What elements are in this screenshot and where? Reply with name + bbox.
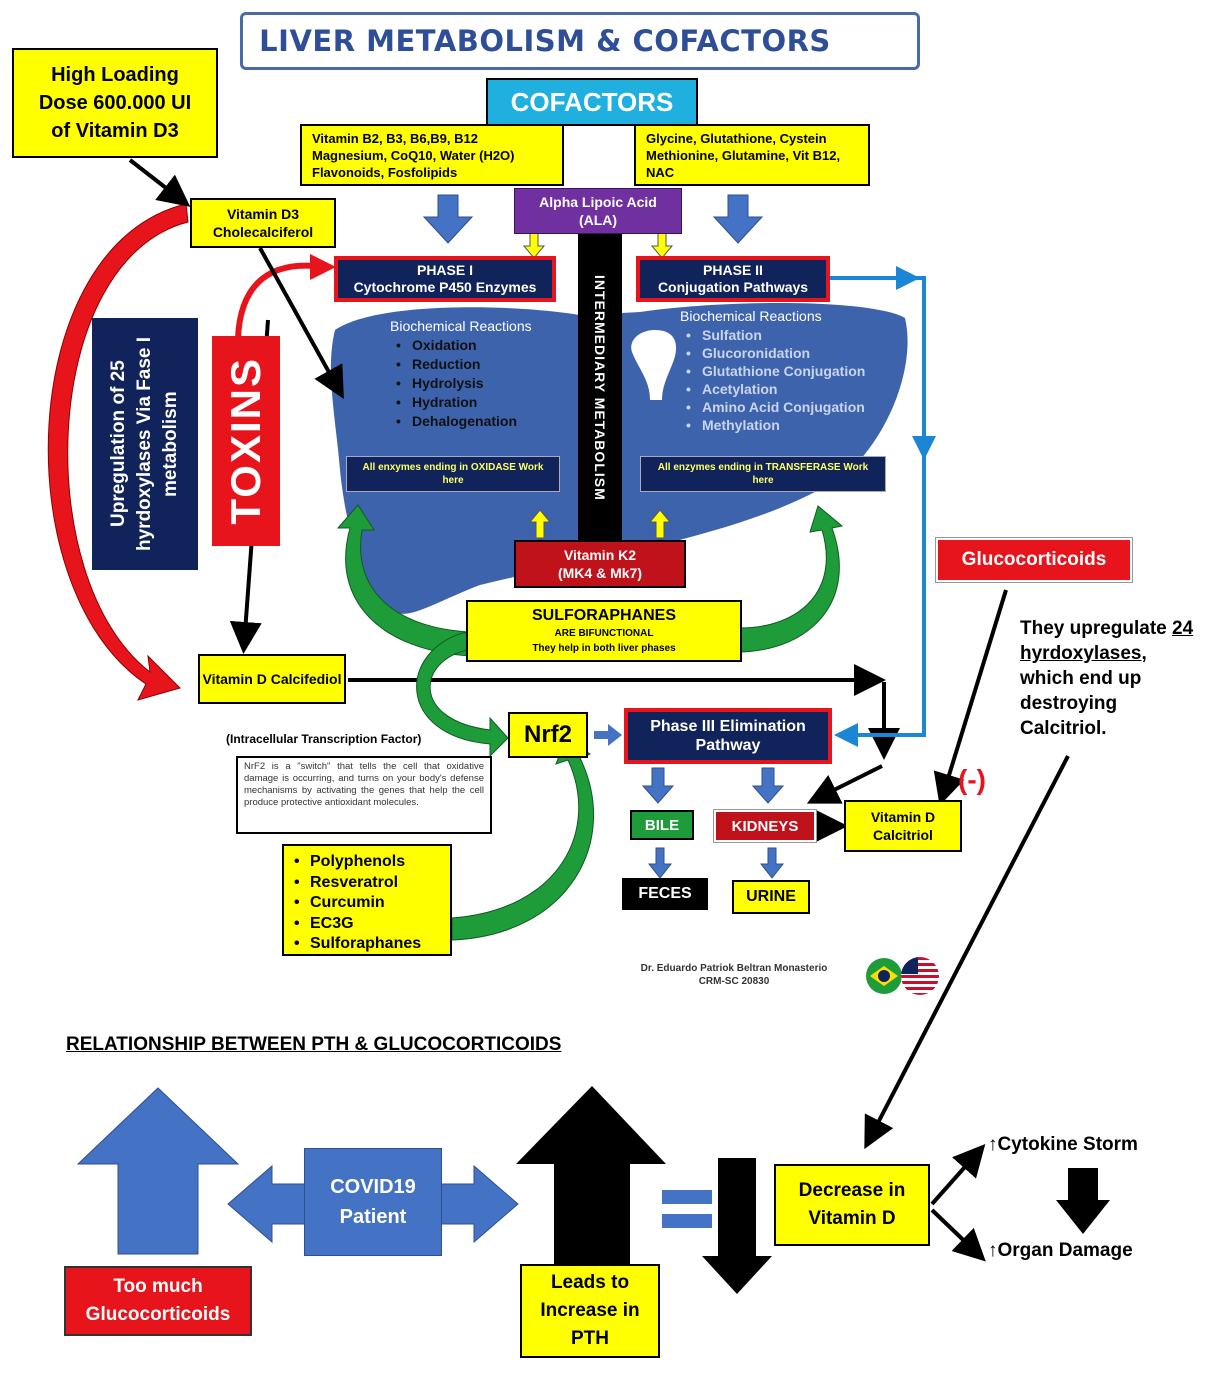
- arrow-bile-to-feces: [647, 847, 673, 879]
- blue-up-arrow: [76, 1087, 240, 1255]
- green-arrow-to-nrf2: [416, 631, 509, 758]
- usa-flag: [901, 957, 939, 995]
- green-arrow-to-phase2: [739, 505, 844, 653]
- cofactor-right-arrow: [712, 194, 764, 244]
- organ-label: ↑Organ Damage: [988, 1240, 1133, 1261]
- reaction-item: Sulfation: [680, 326, 890, 344]
- phase1-reactions-title: Biochemical Reactions: [390, 318, 532, 334]
- green-arrow-activators-to-nrf2: [451, 737, 595, 941]
- nrf2-description-box: NrF2 is a "switch" that tells the cell t…: [236, 756, 492, 834]
- upregulation-box: Upregulation of 25 hyrdoxylases Via Fase…: [92, 318, 198, 570]
- arrow-note-to-decrease: [864, 755, 1070, 1150]
- decrease-box: Decrease in Vitamin D: [774, 1164, 930, 1246]
- page-title: LIVER METABOLISM & COFACTORS: [259, 24, 831, 58]
- reaction-item: Reduction: [390, 355, 580, 374]
- toxins-box: TOXINS: [212, 336, 280, 546]
- arrow-to-organ: [930, 1208, 986, 1262]
- phase2-reactions: Biochemical Reactions Sulfation Glucoron…: [680, 308, 890, 434]
- k2-arrow-left: [528, 509, 552, 539]
- kidneys-box: KIDNEYS: [713, 809, 817, 843]
- phase2-reactions-title: Biochemical Reactions: [680, 308, 822, 324]
- arrow-glucocorticoids-to-calcitriol: [933, 589, 1008, 806]
- phase2-box: PHASE II Conjugation Pathways: [636, 256, 830, 302]
- arrow-kidneys-to-urine: [759, 847, 785, 879]
- brazil-flag: [866, 958, 902, 994]
- arrow-to-kidneys-down: [751, 767, 785, 804]
- k2-arrow-right: [648, 509, 672, 539]
- credit-name: Dr. Eduardo Patriok Beltran Monasterio: [640, 963, 828, 974]
- covid-box: COVID19 Patient: [304, 1148, 442, 1256]
- activator-item: Resveratrol: [288, 873, 446, 894]
- phase1-box: PHASE I Cytochrome P450 Enzymes: [334, 256, 556, 302]
- cofactor-left-arrow: [422, 194, 474, 244]
- minus-label: (-): [958, 764, 986, 795]
- reaction-item: Glucoronidation: [680, 344, 890, 362]
- glucocorticoids-box: Glucocorticoids: [935, 537, 1133, 583]
- title-box: LIVER METABOLISM & COFACTORS: [240, 12, 920, 70]
- arrow-to-cytokine: [930, 1144, 986, 1206]
- arrow-nrf2-to-phase3: [594, 724, 622, 746]
- ala-box: Alpha Lipoic Acid (ALA): [514, 188, 682, 234]
- phase2-to-phase3-line: [830, 276, 926, 747]
- arrow-highdose-to-d3: [128, 158, 191, 207]
- sulforaphanes-box: SULFORAPHANES ARE BIFUNCTIONAL They help…: [466, 600, 742, 662]
- high-dose-box: High Loading Dose 600.000 UI of Vitamin …: [12, 48, 218, 158]
- too-much-box: Too much Glucocorticoids: [64, 1266, 252, 1336]
- oxidase-note: All enxymes ending in OXIDASE Work here: [346, 456, 560, 492]
- green-arrow-to-phase1: [336, 504, 471, 657]
- activator-item: Polyphenols: [288, 852, 446, 873]
- cytokine-label: ↑Cytokine Storm: [988, 1134, 1138, 1155]
- reaction-item: Amino Acid Conjugation: [680, 398, 890, 416]
- phase1-reactions: Biochemical Reactions Oxidation Reductio…: [390, 318, 580, 431]
- activator-item: Sulforaphanes: [288, 934, 446, 955]
- toxins-arrow: [235, 262, 316, 339]
- reaction-item: Dehalogenation: [390, 412, 580, 431]
- credit: Dr. Eduardo Patriok Beltran Monasterio C…: [614, 962, 854, 988]
- nrf2-activators-box: Polyphenols Resveratrol Curcumin EC3G Su…: [282, 844, 452, 956]
- glucocorticoids-note: They upregulate 24 hyrdoxylases, which e…: [1020, 618, 1194, 739]
- nrf2-box: Nrf2: [508, 712, 588, 758]
- relationship-heading: RELATIONSHIP BETWEEN PTH & GLUCOCORTICOI…: [66, 1034, 562, 1055]
- upregulation-arrow: [47, 203, 189, 701]
- cofactors-right-box: Glycine, Glutathione, Cystein Methionine…: [634, 124, 870, 186]
- ala-arrow-left: [522, 231, 546, 259]
- urine-box: URINE: [732, 880, 810, 914]
- vitamin-k2-box: Vitamin K2 (MK4 & Mk7): [514, 540, 686, 588]
- black-up-arrow: [516, 1086, 666, 1264]
- equals-bottom: [662, 1214, 712, 1228]
- nrf2-factor-label: (Intracellular Transcription Factor): [226, 732, 422, 746]
- ala-arrow-right: [650, 231, 674, 259]
- cofactors-label: COFACTORS: [486, 78, 698, 126]
- calcitriol-box: Vitamin D Calcitriol: [844, 800, 962, 852]
- intermediary-bar: [578, 232, 622, 544]
- credit-crm: CRM-SC 20830: [698, 976, 770, 987]
- calcifediol-box: Vitamin D Calcifediol: [198, 654, 346, 704]
- black-down-arrow: [702, 1158, 772, 1294]
- intermediary-label: INTERMEDIARY METABOLISM: [592, 275, 608, 501]
- reaction-item: Methylation: [680, 416, 890, 434]
- bile-box: BILE: [630, 810, 694, 840]
- reaction-item: Hydrolysis: [390, 374, 580, 393]
- vitamin-d3-box: Vitamin D3 Cholecalciferol: [190, 198, 336, 248]
- reaction-item: Hydration: [390, 393, 580, 412]
- feces-box: FECES: [622, 878, 708, 910]
- activator-item: Curcumin: [288, 893, 446, 914]
- cofactors-left-box: Vitamin B2, B3, B6,B9, B12 Magnesium, Co…: [300, 124, 564, 186]
- activator-item: EC3G: [288, 914, 446, 935]
- small-black-down-arrow: [1056, 1168, 1110, 1234]
- reaction-item: Oxidation: [390, 336, 580, 355]
- phase3-box: Phase III Elimination Pathway: [624, 708, 832, 764]
- arrow-to-kidneys: [806, 764, 883, 804]
- arrow-to-bile: [641, 767, 675, 804]
- equals-top: [662, 1190, 712, 1204]
- arrow-d3-to-liver: [258, 247, 344, 399]
- transferase-note: All enzymes ending in TRANSFERASE Work h…: [640, 456, 886, 492]
- liver-notch: [631, 330, 677, 400]
- reaction-item: Glutathione Conjugation: [680, 362, 890, 380]
- hydroxylases-link: 24 hyrdoxylases: [1020, 618, 1194, 664]
- reaction-item: Acetylation: [680, 380, 890, 398]
- leads-box: Leads to Increase in PTH: [520, 1264, 660, 1358]
